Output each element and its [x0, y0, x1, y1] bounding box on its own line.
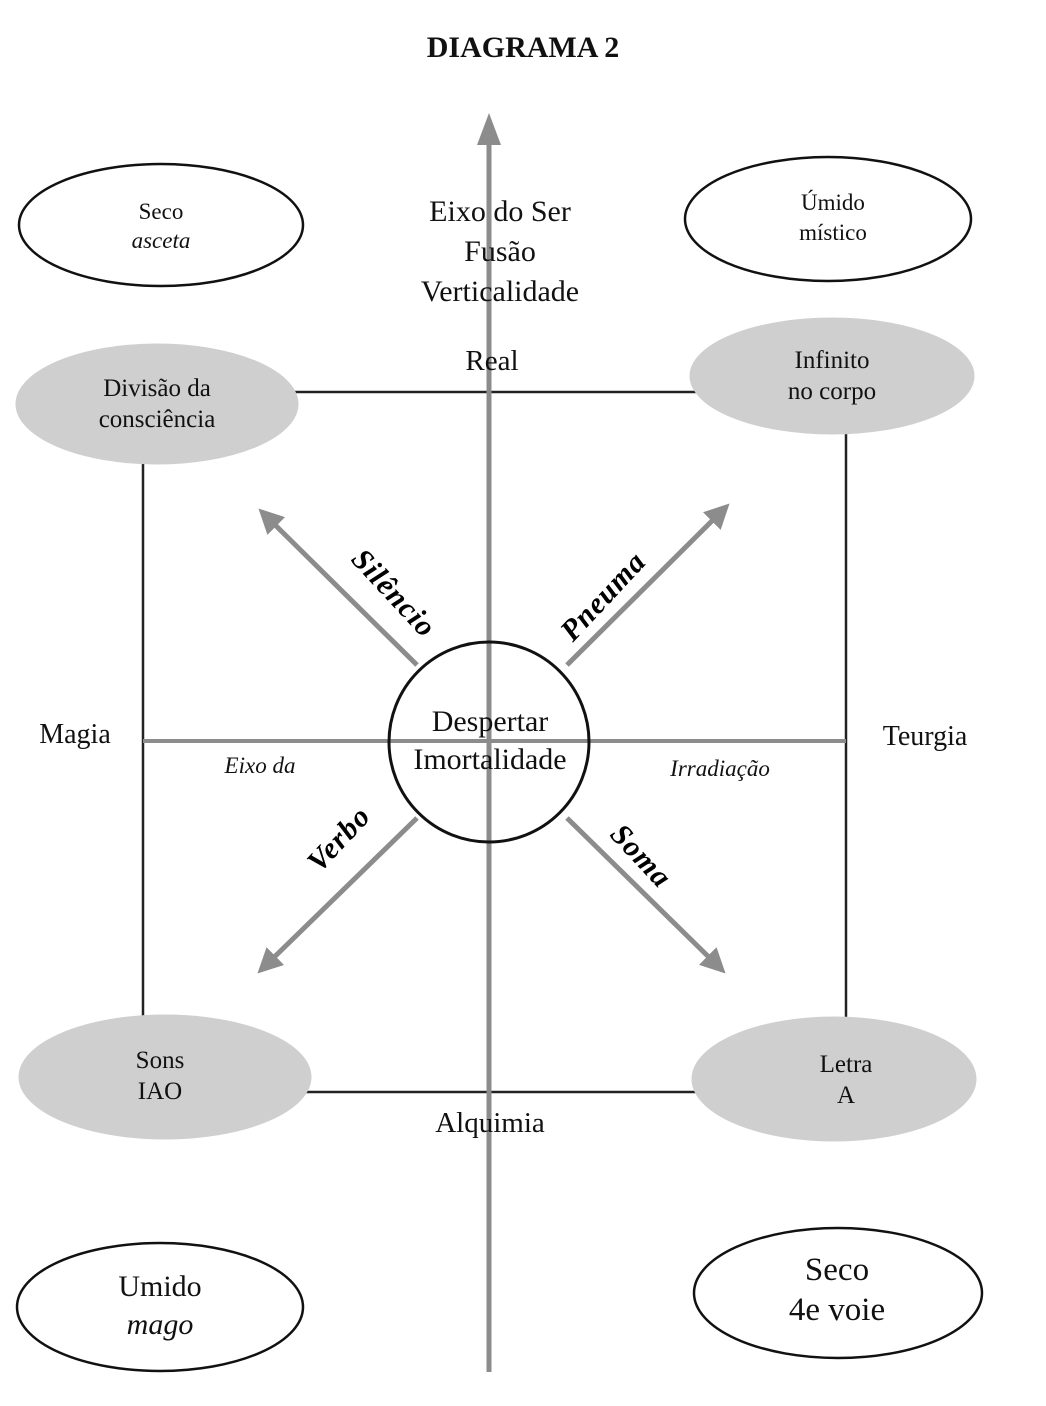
axis-top-labels: Eixo do Ser Fusão Verticalidade	[380, 192, 620, 312]
ellipse-bottom-right-line1: Letra	[819, 1051, 873, 1078]
outer-bottom-left-line2: mago	[126, 1308, 194, 1341]
ellipse-bottom-left	[18, 1014, 312, 1140]
ellipse-bottom-left-line2: IAO	[137, 1078, 183, 1105]
axis-label-eixo-do-ser: Eixo do Ser	[429, 195, 571, 228]
outer-top-left-line2: asceta	[131, 228, 191, 253]
center-circle	[387, 640, 591, 844]
vertical-axis-arrowhead	[477, 113, 501, 145]
outer-ellipse-bottom-right	[692, 1226, 984, 1360]
outer-ellipse-top-right	[683, 155, 973, 283]
arrow-upper-left	[258, 508, 419, 667]
ellipse-top-left-text: Divisão da consciência	[62, 373, 252, 435]
arrow-lower-right	[565, 816, 726, 974]
outer-ellipse-top-left	[17, 162, 305, 288]
label-teurgia: Teurgia	[882, 721, 968, 752]
ellipse-bottom-right-text: Letra A	[786, 1049, 906, 1111]
ellipse-top-left	[15, 343, 299, 465]
label-silencio: Silêncio	[345, 543, 443, 645]
label-soma: Soma	[604, 818, 679, 895]
ellipse-bottom-left-line1: Sons	[135, 1047, 185, 1074]
outer-top-right-line2: místico	[799, 220, 867, 245]
label-real: Real	[465, 345, 519, 377]
ellipse-bottom-left-text: Sons IAO	[100, 1045, 220, 1107]
ellipse-bottom-right-line2: A	[836, 1082, 856, 1109]
axis-label-fusao: Fusão	[464, 235, 536, 268]
outer-bottom-left-line1: Umido	[118, 1270, 202, 1303]
center-label-despertar: Despertar	[431, 705, 549, 738]
label-eixo-da: Eixo da	[224, 753, 296, 778]
ellipse-top-right	[689, 317, 975, 435]
ellipse-top-right-text: Infinito no corpo	[742, 345, 922, 407]
ellipse-top-right-line2: no corpo	[787, 378, 877, 405]
outer-bottom-right-line1: Seco	[804, 1252, 870, 1288]
outer-top-right-text: Úmido místico	[768, 188, 898, 248]
outer-bottom-right-text: Seco 4e voie	[752, 1250, 922, 1330]
label-alquimia: Alquimia	[435, 1107, 545, 1139]
outer-ellipse-bottom-left	[15, 1241, 305, 1373]
label-magia: Magia	[39, 719, 111, 750]
outer-top-right-line1: Úmido	[801, 190, 865, 215]
axis-label-verticalidade: Verticalidade	[420, 275, 580, 308]
outer-bottom-left-text: Umido mago	[80, 1268, 240, 1344]
outer-bottom-right-line2: 4e voie	[788, 1292, 886, 1328]
ellipse-top-right-line1: Infinito	[794, 347, 870, 374]
diagram-title: DIAGRAMA 2	[426, 31, 620, 64]
ellipse-top-left-line1: Divisão da	[103, 375, 211, 402]
center-text: Despertar Imortalidade	[380, 703, 600, 779]
center-label-imortalidade: Imortalidade	[413, 743, 567, 776]
outer-top-left-text: Seco asceta	[96, 197, 226, 255]
ellipse-top-left-line2: consciência	[98, 406, 216, 433]
ellipse-bottom-right	[691, 1016, 977, 1142]
arrow-upper-right	[565, 503, 730, 667]
label-irradiacao: Irradiação	[670, 756, 770, 781]
arrow-lower-left	[257, 816, 419, 974]
outer-top-left-line1: Seco	[138, 199, 184, 224]
